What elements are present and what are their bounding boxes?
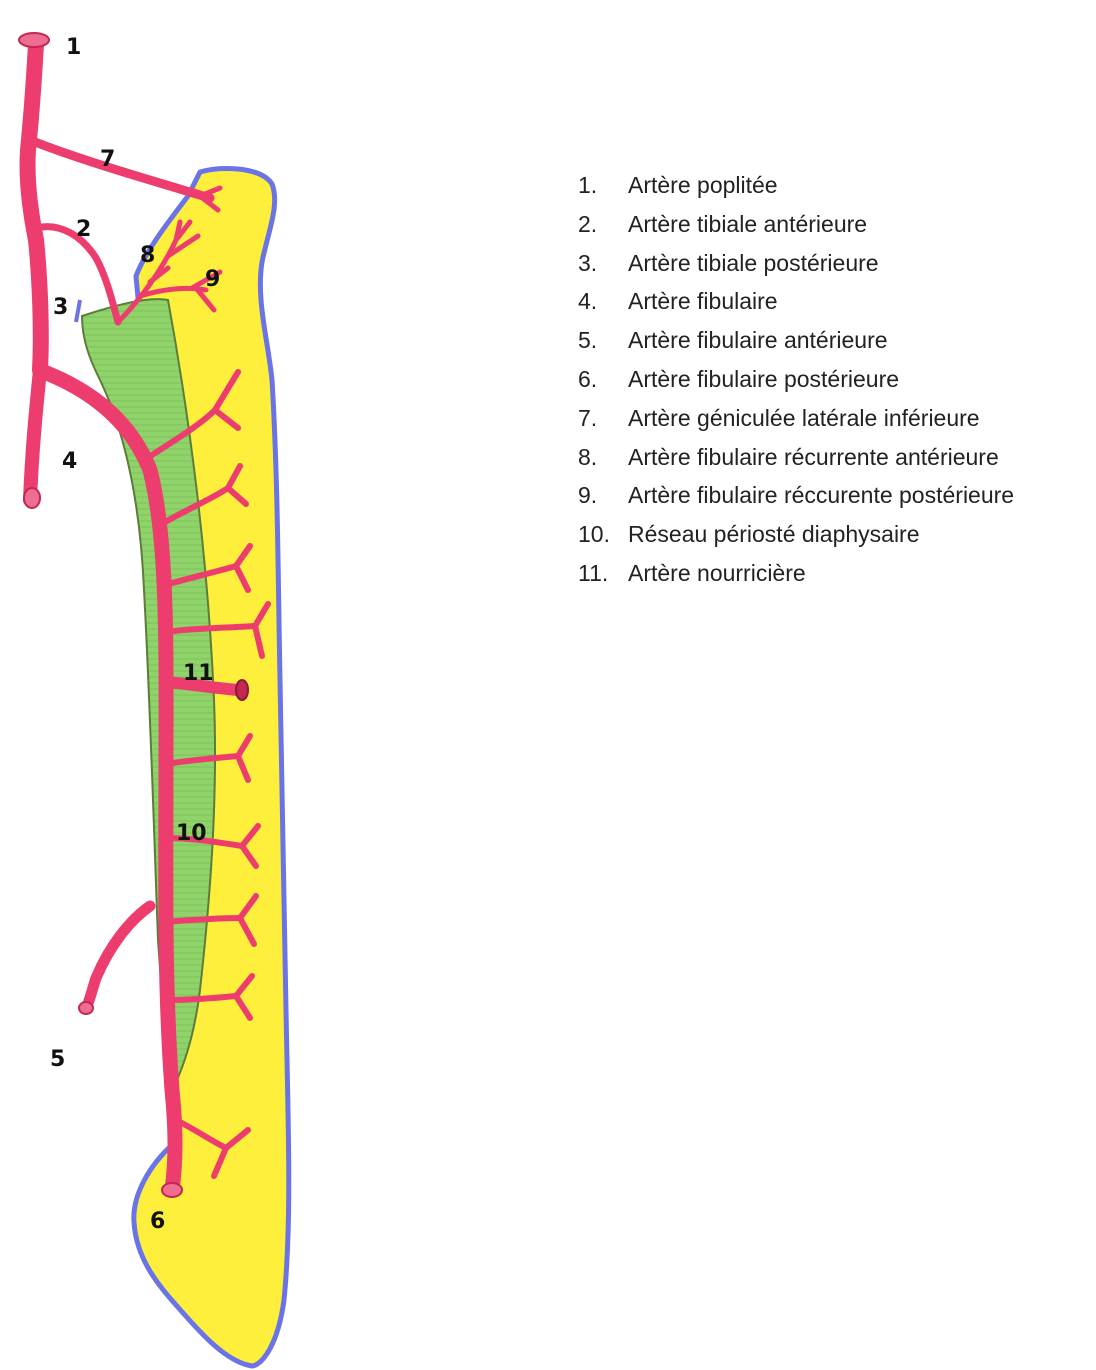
callout-2: 2 (76, 217, 91, 242)
legend-number: 8. (578, 440, 628, 474)
legend-text: Artère fibulaire postérieure (628, 366, 899, 392)
popliteal-artery (27, 44, 40, 370)
callout-3: 3 (53, 295, 68, 320)
legend-number: 4. (578, 284, 628, 318)
legend-item: 4.Artère fibulaire (578, 284, 1014, 323)
legend-item: 7.Artère géniculée latérale inférieure (578, 401, 1014, 440)
legend-item: 8.Artère fibulaire récurrente antérieure (578, 440, 1014, 479)
legend-text: Artère tibiale antérieure (628, 211, 867, 237)
legend-number: 11. (578, 556, 628, 590)
anterior-fibular-artery (86, 906, 150, 1008)
legend-number: 9. (578, 478, 628, 512)
posterior-tibial-artery (30, 370, 40, 500)
legend-text: Artère nourricière (628, 560, 806, 586)
cortex-rim (76, 300, 80, 322)
legend-item: 11.Artère nourricière (578, 556, 1014, 595)
callout-9: 9 (205, 267, 220, 292)
callout-1: 1 (66, 35, 81, 60)
legend-text: Artère géniculée latérale inférieure (628, 405, 980, 431)
legend-item: 3.Artère tibiale postérieure (578, 246, 1014, 285)
legend-number: 3. (578, 246, 628, 280)
legend-item: 9.Artère fibulaire réccurente postérieur… (578, 478, 1014, 517)
legend-number: 5. (578, 323, 628, 357)
legend-text: Artère fibulaire récurrente antérieure (628, 444, 999, 470)
legend-text: Artère poplitée (628, 172, 778, 198)
legend-item: 10.Réseau périosté diaphysaire (578, 517, 1014, 556)
legend-text: Artère fibulaire (628, 288, 778, 314)
lateral-inferior-genicular-artery (30, 140, 210, 198)
legend-text: Réseau périosté diaphysaire (628, 521, 920, 547)
legend-list: 1.Artère poplitée 2.Artère tibiale antér… (578, 168, 1014, 595)
callout-7: 7 (100, 147, 115, 172)
legend-text: Artère fibulaire réccurente postérieure (628, 482, 1014, 508)
callout-8: 8 (140, 243, 155, 268)
legend-number: 10. (578, 517, 628, 551)
legend-number: 1. (578, 168, 628, 202)
callout-10: 10 (176, 821, 207, 846)
legend-text: Artère fibulaire antérieure (628, 327, 888, 353)
callout-5: 5 (50, 1047, 65, 1072)
callout-6: 6 (150, 1209, 165, 1234)
legend-item: 2.Artère tibiale antérieure (578, 207, 1014, 246)
legend-number: 6. (578, 362, 628, 396)
legend-text: Artère tibiale postérieure (628, 250, 879, 276)
callout-11: 11 (183, 661, 214, 686)
legend-item: 1.Artère poplitée (578, 168, 1014, 207)
legend-number: 2. (578, 207, 628, 241)
legend-number: 7. (578, 401, 628, 435)
legend-item: 6.Artère fibulaire postérieure (578, 362, 1014, 401)
legend-item: 5.Artère fibulaire antérieure (578, 323, 1014, 362)
callout-4: 4 (62, 449, 77, 474)
